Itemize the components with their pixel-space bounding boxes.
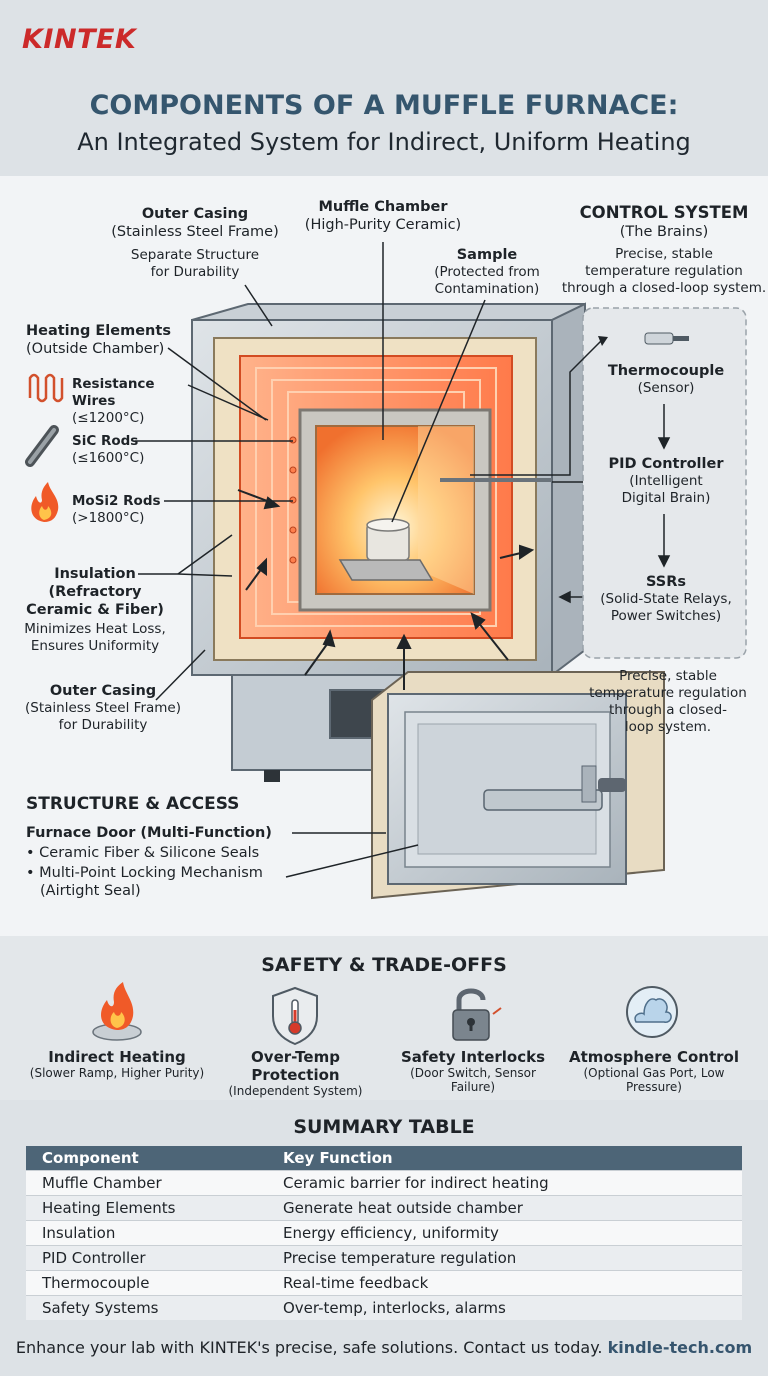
outer-casing-bottom-label: Outer Casing (Stainless Steel Frame) for… <box>25 683 181 733</box>
column-header: Key Function <box>267 1146 742 1171</box>
control-note: Precise, stable temperature regulation t… <box>589 668 747 735</box>
table-cell: Energy efficiency, uniformity <box>267 1220 742 1246</box>
footer-text: Enhance your lab with KINTEK's precise, … <box>15 1338 603 1357</box>
table-cell: Generate heat outside chamber <box>267 1195 742 1221</box>
thermometer-shield-icon <box>272 986 318 1046</box>
ssrs-label: SSRs (Solid-State Relays, Power Switches… <box>600 574 732 624</box>
safety-item-indirect-heating: Indirect Heating (Slower Ramp, Higher Pu… <box>29 1048 205 1080</box>
table-cell: Thermocouple <box>26 1270 267 1296</box>
table-header-row: Component Key Function <box>26 1146 742 1171</box>
table-cell: Real-time feedback <box>267 1270 742 1296</box>
footer-link[interactable]: kindle-tech.com <box>607 1338 753 1357</box>
table-cell: PID Controller <box>26 1245 267 1271</box>
table-cell: Precise temperature regulation <box>267 1245 742 1271</box>
page-title: COMPONENTS OF A MUFFLE FURNACE: <box>89 90 679 121</box>
padlock-icon <box>452 988 502 1041</box>
resistance-wire-icon <box>28 373 64 403</box>
column-header: Component <box>26 1146 267 1171</box>
table-cell: Safety Systems <box>26 1295 267 1320</box>
door-label: Furnace Door (Multi-Function) • Ceramic … <box>26 825 272 899</box>
control-system-label: CONTROL SYSTEM (The Brains) Precise, sta… <box>561 203 767 296</box>
mosi2-flame-icon <box>31 482 59 522</box>
summary-heading: SUMMARY TABLE <box>293 1116 475 1138</box>
header <box>0 0 768 176</box>
sic-rods-label: SiC Rods (≤1600°C) <box>72 433 145 466</box>
pid-controller-label: PID Controller (Intelligent Digital Brai… <box>608 456 724 506</box>
thermocouple-label: Thermocouple (Sensor) <box>607 363 725 396</box>
structure-heading: STRUCTURE & ACCESS <box>26 794 240 814</box>
safety-item-atmosphere: Atmosphere Control (Optional Gas Port, L… <box>568 1048 740 1094</box>
footer: Enhance your lab with KINTEK's precise, … <box>0 1338 768 1357</box>
gas-icon <box>626 986 678 1038</box>
safety-item-interlocks: Safety Interlocks (Door Switch, Sensor F… <box>400 1048 546 1094</box>
resistance-wires-label: Resistance Wires (≤1200°C) <box>72 376 155 426</box>
furnace-illustration <box>25 242 747 900</box>
insulation-label: Insulation (Refractory Ceramic & Fiber) … <box>24 566 166 654</box>
safety-icons <box>92 982 678 1046</box>
kintek-logo: KINTEK <box>22 24 137 55</box>
outer-casing-top-label: Outer Casing (Stainless Steel Frame) Sep… <box>111 206 279 280</box>
flame-icon <box>92 982 142 1041</box>
muffle-chamber-label: Muffle Chamber (High-Purity Ceramic) <box>304 199 462 233</box>
heating-elements-label: Heating Elements (Outside Chamber) <box>26 323 171 357</box>
table-cell: Heating Elements <box>26 1195 267 1221</box>
sic-rod-icon <box>25 425 59 467</box>
table-cell: Insulation <box>26 1220 267 1246</box>
safety-item-over-temp: Over-Temp Protection (Independent System… <box>228 1048 363 1098</box>
sample-label: Sample (Protected from Contamination) <box>434 247 540 297</box>
table-cell: Over-temp, interlocks, alarms <box>267 1295 742 1320</box>
table-cell: Ceramic barrier for indirect heating <box>267 1170 742 1196</box>
mosi2-rods-label: MoSi2 Rods (>1800°C) <box>72 493 161 526</box>
page-subtitle: An Integrated System for Indirect, Unifo… <box>77 128 691 156</box>
table-cell: Muffle Chamber <box>26 1170 267 1196</box>
safety-heading: SAFETY & TRADE-OFFS <box>261 954 507 976</box>
